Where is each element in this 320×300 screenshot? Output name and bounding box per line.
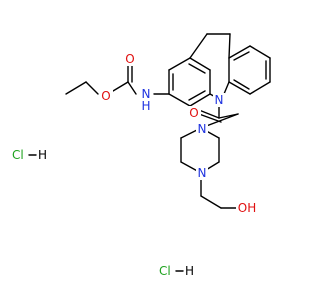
atom-oh-bg — [236, 201, 258, 215]
atom-n-piperazine-top: N — [198, 122, 207, 136]
atom-n-ring-bg — [213, 93, 225, 107]
bond — [200, 195, 222, 209]
bond — [85, 81, 99, 95]
salt-cl-2: Cl — [159, 264, 171, 278]
bond — [189, 93, 211, 107]
atom-n-amide-bg — [139, 86, 153, 112]
bond — [249, 81, 271, 95]
atom-n-amide: N — [142, 87, 151, 101]
structure-canvas: N N H O O O N N OH Cl H Cl H — [12, 33, 271, 278]
atom-n-pip-bottom-bg — [196, 166, 208, 180]
atom-o-carbamate-carbonyl: O — [125, 52, 134, 66]
bond — [188, 90, 206, 101]
atom-o-carbamate-ester: O — [101, 89, 110, 103]
atom-n-piperazine-bottom: N — [198, 166, 207, 180]
bond — [223, 81, 230, 95]
atom-o-ketone-bg — [187, 106, 201, 120]
salt-hcl-1: Cl H — [12, 148, 47, 162]
salt-h-1: H — [38, 148, 47, 162]
atom-n-ring: N — [215, 93, 224, 107]
bond — [228, 33, 231, 59]
bond — [112, 81, 129, 92]
atom-o-hydroxyl: OH — [238, 201, 256, 215]
molecule-drawing: N N H O O O N N OH Cl H Cl H — [12, 33, 271, 278]
bond — [168, 57, 191, 71]
atom-n-pip-top-bg — [196, 122, 208, 136]
bond — [189, 33, 208, 59]
atom-o-ketone: O — [189, 106, 198, 120]
bond — [127, 81, 137, 95]
atom-h-amide: H — [141, 99, 150, 113]
atom-label-layer: N N H O O O N N OH — [99, 52, 258, 215]
bond — [228, 45, 251, 59]
bond — [228, 81, 251, 95]
bond — [65, 81, 87, 95]
bond — [168, 93, 191, 107]
salt-h-2: H — [185, 264, 194, 278]
atom-o-ester-bg — [99, 89, 113, 103]
bond — [189, 57, 211, 71]
bond-layer — [65, 33, 271, 209]
salt-hcl-2: Cl H — [159, 264, 194, 278]
atom-o-carbonyl-bg — [123, 52, 137, 66]
bond — [233, 51, 250, 61]
bond — [233, 79, 250, 90]
salt-cl-1: Cl — [12, 148, 24, 162]
bond — [198, 113, 222, 123]
bond — [198, 109, 220, 119]
bond — [188, 63, 206, 74]
bond — [249, 45, 271, 59]
